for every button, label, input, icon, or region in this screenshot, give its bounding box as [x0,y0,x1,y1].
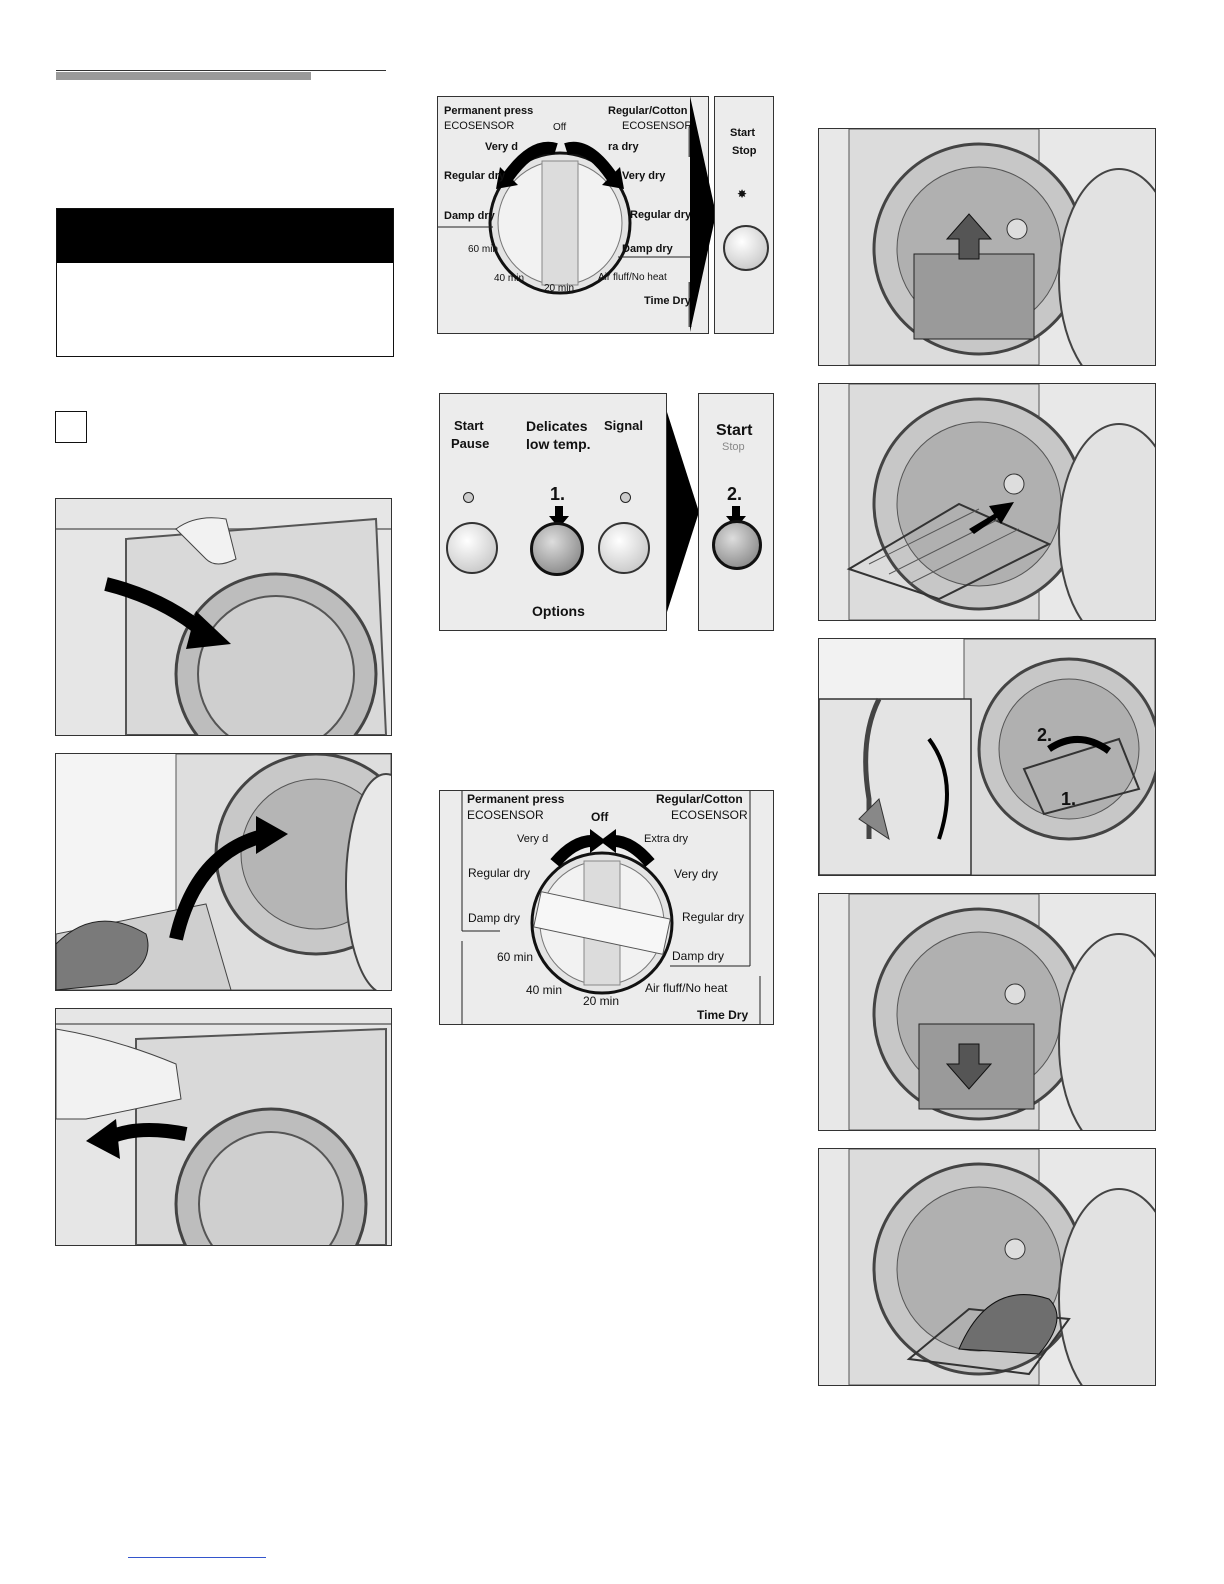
label-start: Start [730,127,756,139]
rack-lift-drawing [819,129,1155,365]
label-permanent-press-2: Permanent press [467,792,565,806]
label-20-min-2: 20 min [583,994,620,1008]
label-pause: Pause [451,436,490,451]
illustration-rack-down [818,893,1156,1131]
signal-button[interactable] [598,522,650,574]
label-regular-dry-right-2: Regular dry [682,910,745,924]
open-door-drawing [56,499,391,735]
illustration-rack-insert [818,383,1156,621]
label-ecosensor-left-2: ECOSENSOR [467,808,544,822]
label-ecosensor-right-2: ECOSENSOR [671,808,748,822]
label-damp-dry-left-2: Damp dry [468,911,521,925]
arrow-down-step-1 [549,506,569,528]
rack-down-drawing [819,894,1155,1130]
indicator-light: ✸ [737,187,748,201]
header-rule-thick [56,72,311,80]
label-ecosensor-right: ECOSENSOR [622,120,693,132]
close-door-drawing [56,1009,391,1245]
label-delicates: Delicates [526,418,588,434]
arrow-right-2 [667,412,699,612]
start-pause-button[interactable] [446,522,498,574]
label-rack-step-1: 1. [1061,789,1077,809]
led-start [463,492,474,503]
label-very-dry-right: Very dry [622,170,666,182]
arrow-down-step-2 [726,506,746,528]
illustration-rack-place: 2. 1. [818,638,1156,876]
label-rack-step-2: 2. [1037,725,1053,745]
label-regular-cotton: Regular/Cotton [608,105,688,117]
label-40-min: 40 min [494,273,525,284]
label-start-2: Start [716,422,753,439]
label-ecosensor-left: ECOSENSOR [444,120,515,132]
illustration-rack-lift [818,128,1156,366]
label-time-dry: Time Dry [644,295,691,307]
label-time-dry-2: Time Dry [697,1008,749,1022]
label-signal: Signal [604,418,644,433]
label-step-1: 1. [550,484,566,504]
label-60-min: 60 min [468,244,499,255]
led-signal [620,492,631,503]
checkbox-square[interactable] [55,411,87,443]
label-very-dry-left: Very d [485,141,519,153]
label-60-min-2: 60 min [497,950,534,964]
illustration-rack-shoes [818,1148,1156,1386]
footer-link-line [128,1557,266,1558]
label-extra-dry-right: ra dry [608,141,639,153]
label-off: Off [553,122,567,133]
start-stop-panel-2: Start Stop 2. [698,393,774,631]
label-regular-dry-left-2: Regular dry [468,866,531,880]
label-permanent-press: Permanent press [444,105,534,117]
label-step-2: 2. [727,484,743,504]
warning-header-bar [57,209,393,263]
label-damp-dry-right-2: Damp dry [672,949,725,963]
options-panel: Start Pause Delicates low temp. Signal 1… [439,393,667,631]
start-stop-button-2[interactable] [712,520,762,570]
start-stop-panel-1: Start Stop ✸ [714,96,774,334]
dial-panel-2: Permanent press ECOSENSOR Regular/Cotton… [439,790,774,1025]
warning-box [56,208,394,357]
label-air-fluff: Air fluff/No heat [598,272,667,283]
label-extra-dry-right-2: Extra dry [644,833,689,845]
label-damp-dry-left: Damp dry [444,210,495,222]
label-20-min: 20 min [544,283,575,294]
label-very-dry-left-2: Very d [517,833,549,845]
label-low-temp: low temp. [526,436,591,452]
label-damp-dry-right: Damp dry [622,243,673,255]
label-stop: Stop [732,145,757,157]
rack-place-drawing [819,639,1155,875]
label-40-min-2: 40 min [526,983,563,997]
illustration-close-door [55,1008,392,1246]
dial-1-drawing [438,127,693,327]
illustration-load-laundry [55,753,392,991]
load-laundry-drawing [56,754,391,990]
rack-shoes-drawing [819,1149,1155,1385]
label-regular-dry-right: Regular dry [630,209,692,221]
illustration-open-door [55,498,392,736]
dial-2-drawing [461,791,761,1024]
label-regular-cotton-2: Regular/Cotton [656,792,743,806]
label-regular-dry-left: Regular dry [444,170,506,182]
label-options: Options [532,603,585,619]
rack-insert-drawing [819,384,1155,620]
start-stop-button[interactable] [723,225,769,271]
delicates-button[interactable] [530,522,584,576]
label-air-fluff-2: Air fluff/No heat [645,981,728,995]
label-very-dry-right-2: Very dry [674,867,719,881]
label-stop-2: Stop [722,441,745,453]
dial-panel-1: Permanent press ECOSENSOR Regular/Cotton… [437,96,709,334]
label-start-options: Start [454,418,484,433]
arrow-right-1 [690,96,716,332]
label-off-2: Off [591,810,609,824]
header-rule-thin [56,70,386,71]
